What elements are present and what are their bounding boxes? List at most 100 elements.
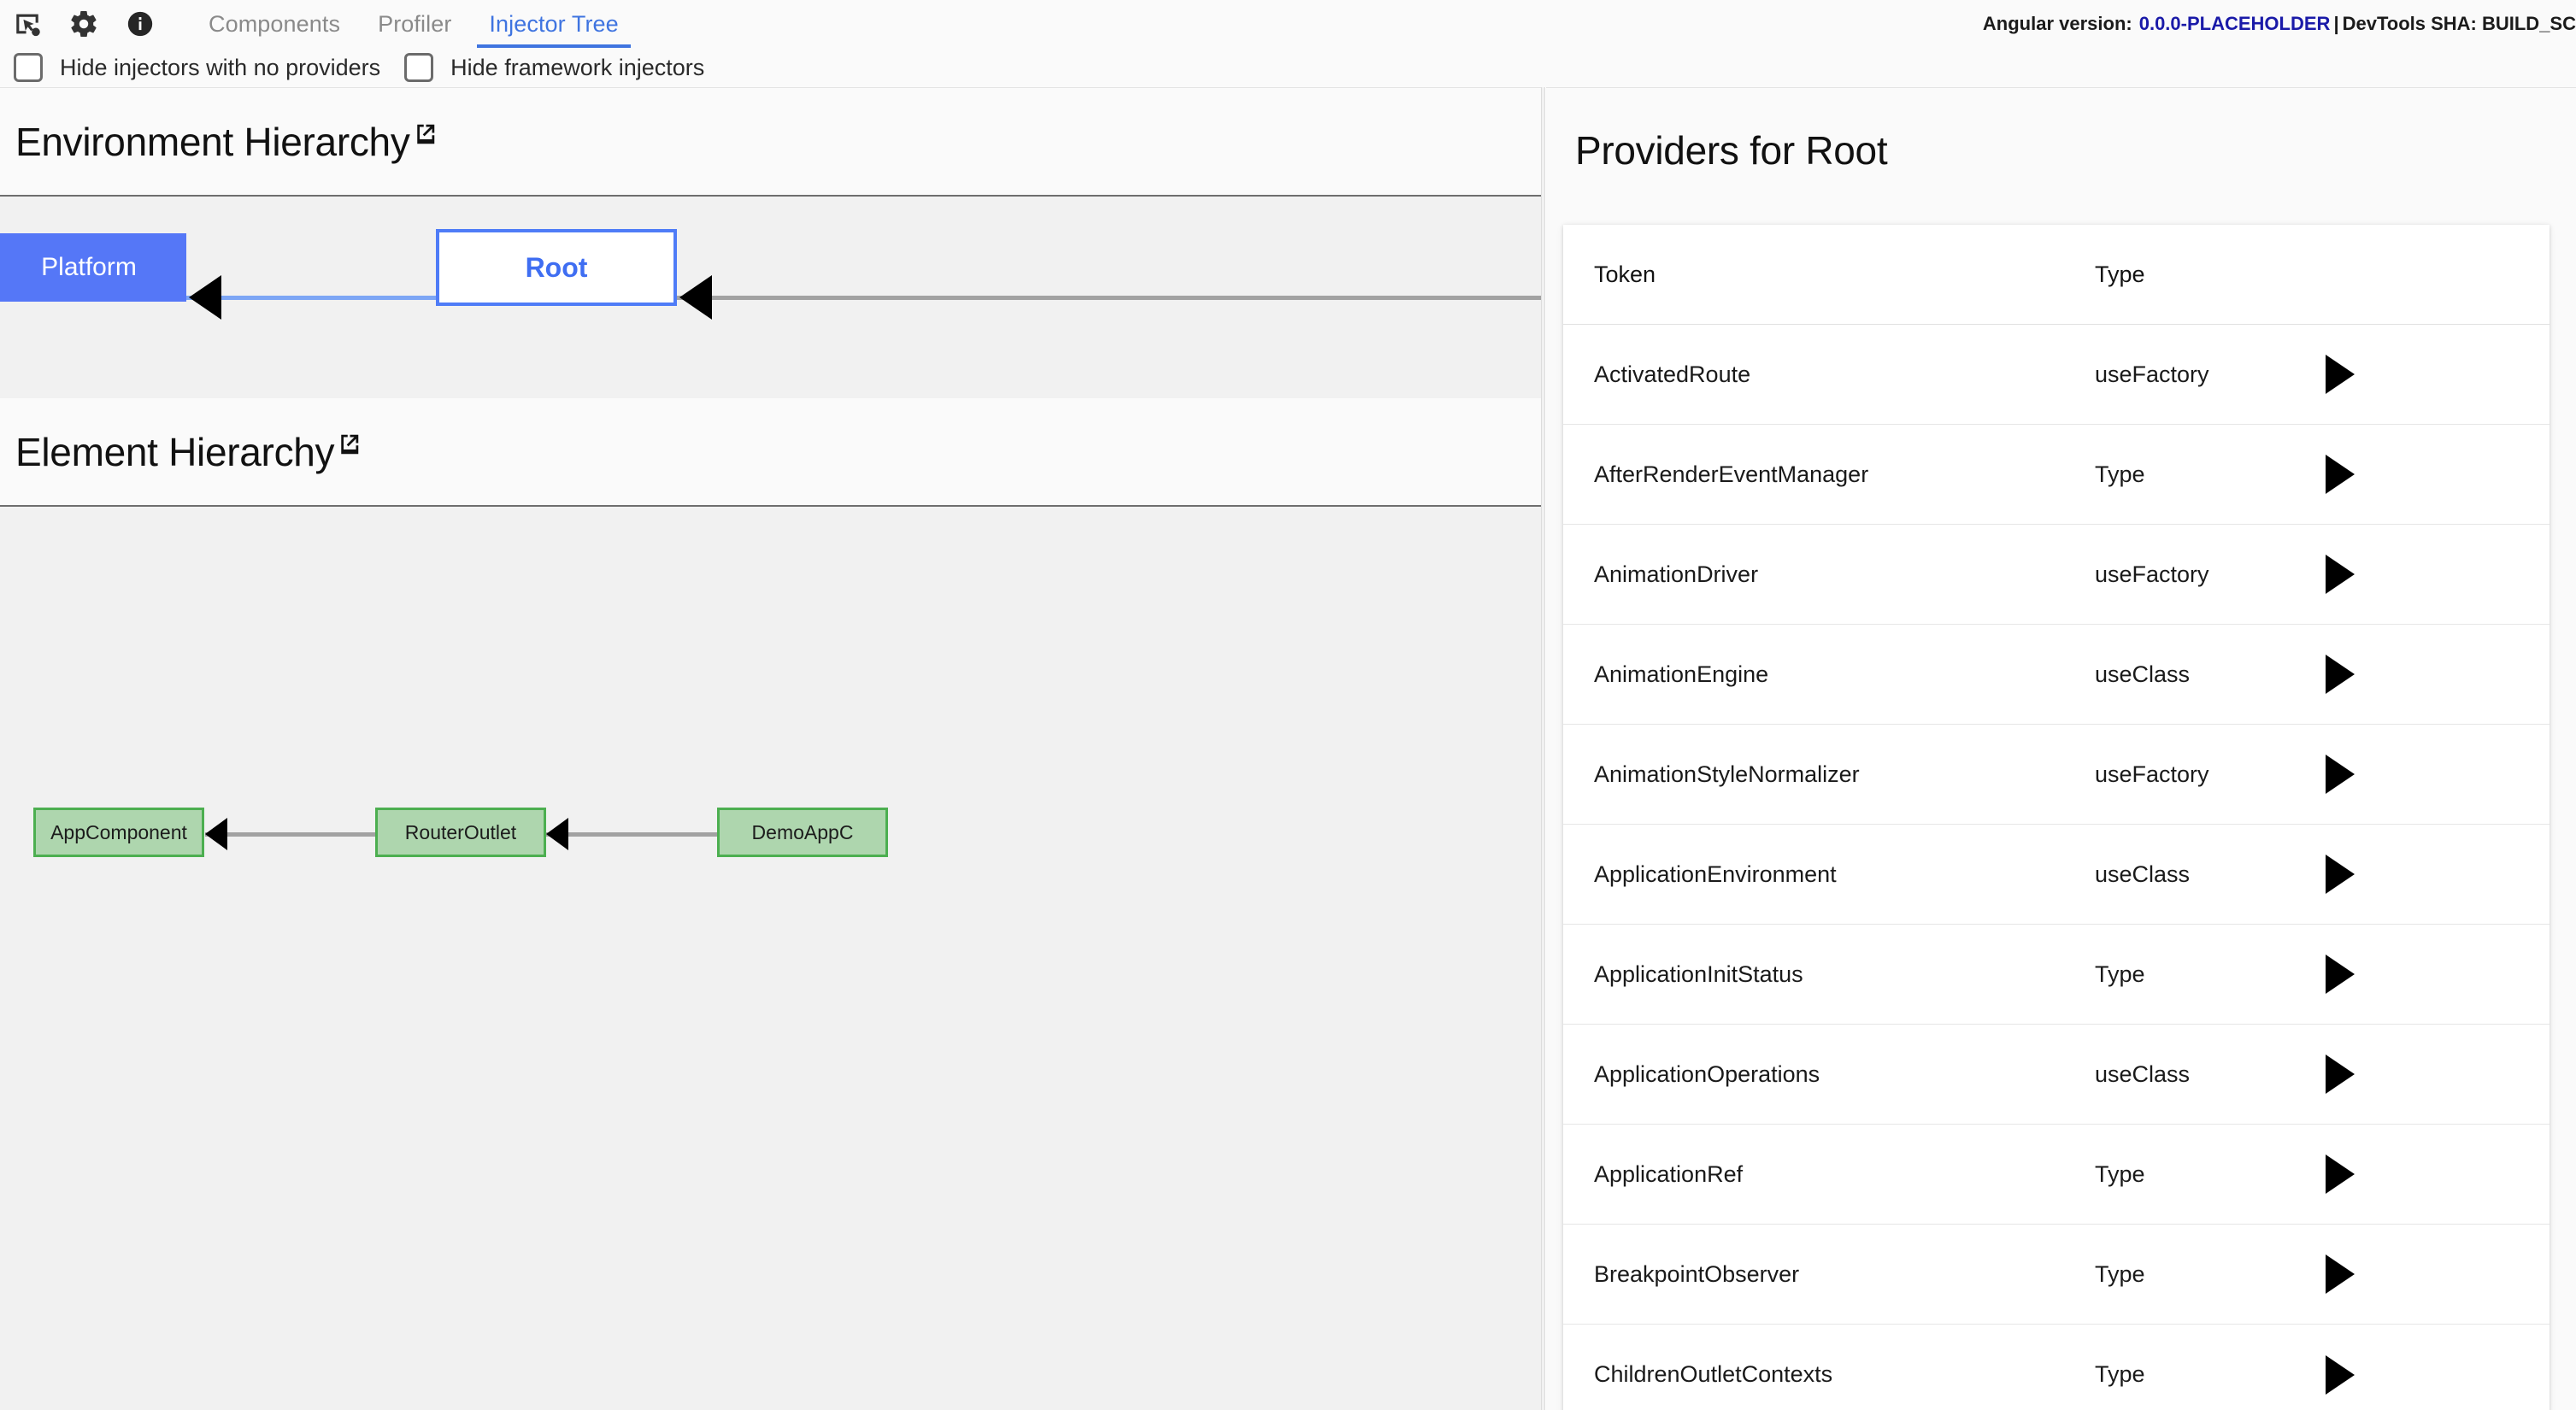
main-content: Environment Hierarchy Platfor: [0, 87, 2576, 1410]
settings-gear-icon[interactable]: [67, 7, 101, 41]
provider-type: useFactory: [2095, 361, 2209, 387]
hide-framework-injectors-label: Hide framework injectors: [450, 54, 705, 80]
provider-type: useClass: [2095, 661, 2191, 687]
navigate-arrow-icon[interactable]: [2326, 1254, 2355, 1294]
injector-node-platform[interactable]: Platform: [0, 233, 186, 302]
tab-profiler-label: Profiler: [378, 10, 452, 37]
table-row[interactable]: AnimationStyleNormalizer useFactory: [1563, 725, 2550, 825]
navigate-arrow-icon[interactable]: [2326, 1055, 2355, 1094]
provider-token: ApplicationRef: [1594, 1160, 1744, 1187]
angular-version-value[interactable]: 0.0.0-PLACEHOLDER: [2138, 13, 2331, 34]
table-row[interactable]: ApplicationEnvironment useClass: [1563, 825, 2550, 925]
provider-type: Type: [2095, 1160, 2145, 1187]
provider-action[interactable]: [2317, 1154, 2550, 1194]
provider-type: Type: [2095, 961, 2145, 987]
element-hierarchy-header: Element Hierarchy: [0, 398, 1541, 507]
provider-token: BreakpointObserver: [1594, 1260, 1800, 1287]
tab-components[interactable]: Components: [190, 0, 359, 48]
provider-action[interactable]: [2317, 355, 2550, 394]
table-row[interactable]: ChildrenOutletContexts Type: [1563, 1325, 2550, 1410]
navigate-arrow-icon[interactable]: [2326, 555, 2355, 594]
provider-token: AfterRenderEventManager: [1594, 461, 1869, 487]
devtools-sha-label: DevTools SHA: BUILD_SC: [2342, 13, 2576, 34]
provider-type: useFactory: [2095, 761, 2209, 787]
provider-action[interactable]: [2317, 655, 2550, 694]
checkbox-box[interactable]: [14, 53, 43, 82]
tab-profiler[interactable]: Profiler: [359, 0, 470, 48]
provider-token: AnimationStyleNormalizer: [1594, 761, 1860, 787]
table-row[interactable]: BreakpointObserver Type: [1563, 1225, 2550, 1325]
edge-demoapp-to-routeroutlet: [546, 832, 718, 837]
hide-framework-injectors-checkbox[interactable]: Hide framework injectors: [404, 53, 704, 82]
navigate-arrow-icon[interactable]: [2326, 855, 2355, 894]
open-in-new-icon[interactable]: [336, 432, 362, 457]
panel-resize-handle[interactable]: [1541, 87, 1545, 1410]
injector-node-routeroutlet[interactable]: RouterOutlet: [375, 808, 546, 857]
navigate-arrow-icon[interactable]: [2326, 1354, 2355, 1395]
column-header-type: Type: [2095, 261, 2145, 287]
injector-node-routeroutlet-label: RouterOutlet: [404, 820, 517, 843]
navigate-arrow-icon[interactable]: [2326, 1154, 2355, 1194]
injector-graph-panel: Environment Hierarchy Platfor: [0, 87, 1541, 1410]
table-row[interactable]: ApplicationRef Type: [1563, 1125, 2550, 1225]
element-hierarchy-section: Element Hierarchy AppComponent: [0, 398, 1541, 1410]
edge-offscreen-to-root: [677, 296, 1541, 300]
provider-action[interactable]: [2317, 1055, 2550, 1094]
table-row[interactable]: AfterRenderEventManager Type: [1563, 425, 2550, 525]
filters-row: Hide injectors with no providers Hide fr…: [0, 48, 2576, 87]
navigate-arrow-icon[interactable]: [2326, 455, 2355, 494]
provider-action[interactable]: [2317, 555, 2550, 594]
hide-injectors-no-providers-checkbox[interactable]: Hide injectors with no providers: [14, 53, 380, 82]
provider-type: useClass: [2095, 1060, 2191, 1087]
provider-token: ApplicationOperations: [1594, 1060, 1820, 1087]
environment-hierarchy-canvas[interactable]: Platform Root: [0, 197, 1541, 398]
injector-node-demoappcomponent-label: DemoAppC: [751, 820, 854, 843]
provider-action[interactable]: [2317, 755, 2550, 794]
info-icon[interactable]: [123, 7, 157, 41]
tab-components-label: Components: [209, 10, 341, 37]
injector-node-platform-label: Platform: [41, 253, 137, 281]
provider-action[interactable]: [2317, 855, 2550, 894]
provider-action[interactable]: [2317, 455, 2550, 494]
provider-token: ApplicationInitStatus: [1594, 961, 1803, 987]
main-tabs: Components Profiler Injector Tree: [190, 0, 638, 48]
providers-table-header-row: Token Type: [1563, 225, 2550, 325]
navigate-arrow-icon[interactable]: [2326, 755, 2355, 794]
hide-injectors-no-providers-label: Hide injectors with no providers: [60, 54, 381, 80]
table-row[interactable]: ActivatedRoute useFactory: [1563, 325, 2550, 425]
table-row[interactable]: ApplicationOperations useClass: [1563, 1025, 2550, 1125]
toolbar-icon-group: [0, 7, 157, 41]
navigate-arrow-icon[interactable]: [2326, 955, 2355, 994]
checkbox-box[interactable]: [404, 53, 434, 82]
arrowhead-platform: [189, 275, 221, 320]
element-hierarchy-canvas[interactable]: AppComponent RouterOutlet DemoAppC: [0, 507, 1541, 1410]
injector-node-appcomponent-label: AppComponent: [50, 820, 187, 843]
provider-action[interactable]: [2317, 1354, 2550, 1395]
injector-node-appcomponent[interactable]: AppComponent: [33, 808, 204, 857]
edge-root-to-platform: [186, 296, 436, 300]
environment-hierarchy-header: Environment Hierarchy: [0, 88, 1541, 197]
provider-token: AnimationEngine: [1594, 661, 1769, 687]
injector-node-demoappcomponent[interactable]: DemoAppC: [717, 808, 888, 857]
injector-node-root[interactable]: Root: [436, 229, 677, 306]
table-row[interactable]: ApplicationInitStatus Type: [1563, 925, 2550, 1025]
providers-panel: Providers for Root Token Type ActivatedR…: [1546, 87, 2576, 1410]
tab-injector-tree[interactable]: Injector Tree: [470, 0, 637, 48]
navigate-arrow-icon[interactable]: [2326, 655, 2355, 694]
provider-token: ChildrenOutletContexts: [1594, 1361, 1833, 1387]
open-in-new-icon[interactable]: [412, 121, 438, 147]
navigate-arrow-icon[interactable]: [2326, 355, 2355, 394]
provider-action[interactable]: [2317, 1254, 2550, 1294]
provider-type: useClass: [2095, 861, 2191, 887]
table-row[interactable]: AnimationEngine useClass: [1563, 625, 2550, 725]
inspect-element-icon[interactable]: [10, 7, 44, 41]
tab-injector-tree-label: Injector Tree: [489, 10, 619, 37]
element-hierarchy-title: Element Hierarchy: [15, 429, 335, 474]
version-separator: |: [2333, 13, 2339, 34]
version-info: Angular version: 0.0.0-PLACEHOLDER | Dev…: [1983, 0, 2576, 48]
table-row[interactable]: AnimationDriver useFactory: [1563, 525, 2550, 625]
top-toolbar: Components Profiler Injector Tree Angula…: [0, 0, 2576, 48]
provider-action[interactable]: [2317, 955, 2550, 994]
injector-node-root-label: Root: [525, 251, 588, 283]
providers-panel-title: Providers for Root: [1575, 128, 1888, 173]
